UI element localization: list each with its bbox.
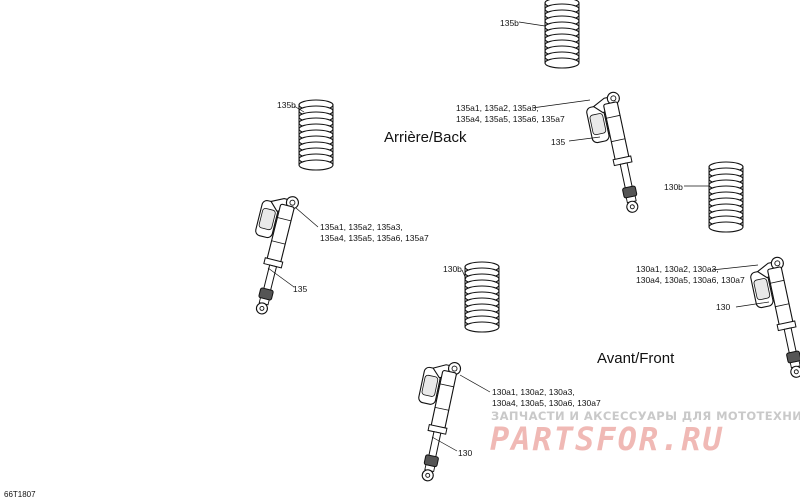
label-135b-top: 135b <box>500 18 519 28</box>
heading-front: Avant/Front <box>597 350 675 367</box>
figure-code: 66T1807 <box>4 490 36 499</box>
label-130-bottom-variants-1: 130a1, 130a2, 130a3, <box>492 387 575 397</box>
heading-rear: Arrière/Back <box>384 129 467 146</box>
label-135-top-variants-2: 135a4, 135a5, 135a6, 135a7 <box>456 114 565 124</box>
label-130-right-part: 130 <box>716 302 731 312</box>
label-135-left-part: 135 <box>293 284 308 294</box>
shock-135-top[interactable] <box>583 90 644 218</box>
label-130-right-variants-2: 130a4, 130a5, 130a6, 130a7 <box>636 275 745 285</box>
watermark-brand: PARTSFOR.RU <box>490 420 724 458</box>
label-135-left-variants-1: 135a1, 135a2, 135a3, <box>320 222 403 232</box>
spring-135b-top[interactable] <box>544 0 580 69</box>
watermark-subtitle: ЗАПЧАСТИ И АКСЕССУАРЫ ДЛЯ МОТОТЕХНИКИ <box>491 409 800 423</box>
label-130b-center: 130b <box>443 264 462 274</box>
label-135b-left: 135b <box>277 100 296 110</box>
spring-135b-left[interactable] <box>298 99 334 171</box>
label-130-bottom-variants-2: 130a4, 130a5, 130a6, 130a7 <box>492 398 601 408</box>
label-130-bottom-part: 130 <box>458 448 473 458</box>
label-130-right-variants-1: 130a1, 130a2, 130a3, <box>636 264 719 274</box>
label-135-top-part: 135 <box>551 137 566 147</box>
label-135-left-variants-2: 135a4, 135a5, 135a6, 135a7 <box>320 233 429 243</box>
shock-130-right[interactable] <box>747 255 800 383</box>
spring-130b-right[interactable] <box>708 161 744 233</box>
leader-lines <box>267 21 770 452</box>
label-130b-right: 130b <box>664 182 683 192</box>
label-135-top-variants-1: 135a1, 135a2, 135a3, <box>456 103 539 113</box>
shock-135-left[interactable] <box>235 189 301 317</box>
shock-130-bottom[interactable] <box>401 356 463 484</box>
spring-130b-center[interactable] <box>464 261 500 333</box>
